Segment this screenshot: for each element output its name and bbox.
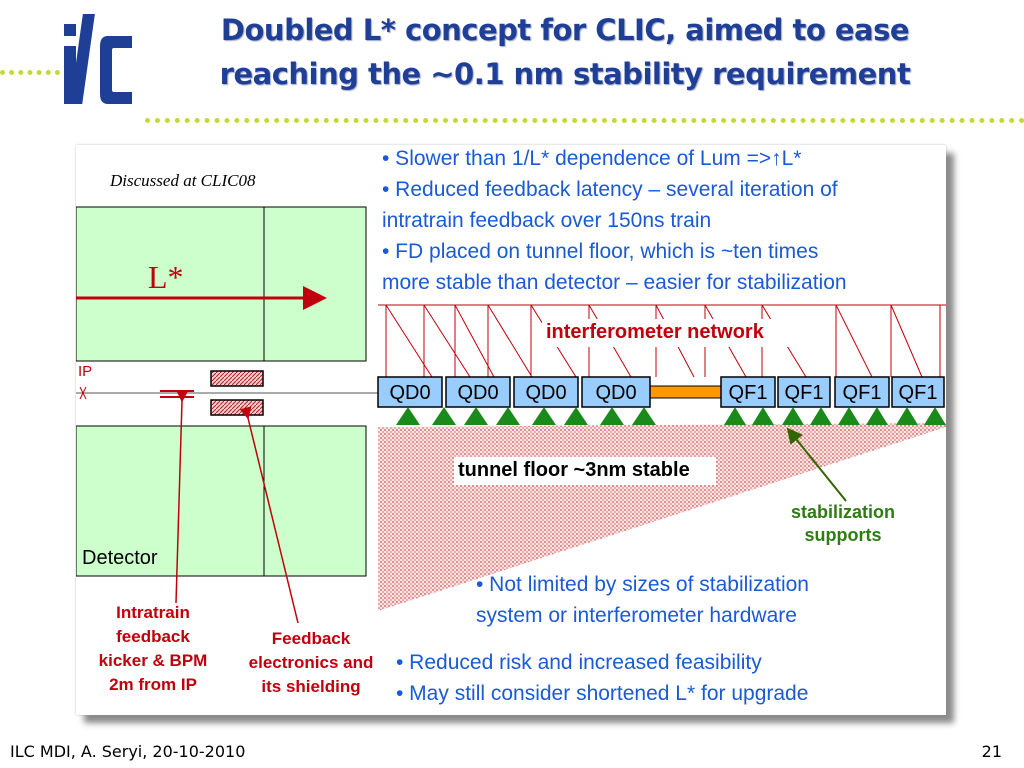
title-line-1: Doubled L* concept for CLIC, aimed to ea… <box>220 13 910 47</box>
magnet-qf1-1 <box>720 376 776 408</box>
magnet-label-6: QF1 <box>785 382 824 404</box>
electronics-box-bottom <box>210 399 264 416</box>
bullets-top: • Slower than 1/L* dependence of Lum =>↑… <box>382 143 942 298</box>
bullet-bottom-2: • May still consider shortened L* for up… <box>396 682 809 705</box>
kicker-line-4: 2m from IP <box>109 675 197 694</box>
bullet-top-4: • FD placed on tunnel floor, which is ~t… <box>382 240 819 263</box>
electronics-box-top <box>210 370 264 387</box>
stabilization-label: stabilization supports <box>768 501 918 547</box>
diagram-panel: QD0 QD0 QD0 QD0 QF1 QF1 QF1 QF1 <box>76 145 946 715</box>
decor-dots-left <box>0 70 60 75</box>
detector-bottom <box>76 425 367 577</box>
ip-label: IP <box>78 363 93 380</box>
magnet-label-5: QF1 <box>729 382 768 404</box>
magnet-label-7: QF1 <box>843 382 882 404</box>
magnet-label-3: QD0 <box>525 382 566 404</box>
footer-left: ILC MDI, A. Seryi, 20-10-2010 <box>10 742 246 761</box>
ilc-logo <box>60 6 140 116</box>
detector-top <box>76 206 367 362</box>
bullet-top-1: • Slower than 1/L* dependence of Lum =>↑… <box>382 147 802 170</box>
electronics-line-2: electronics and <box>248 653 374 672</box>
magnet-label-4: QD0 <box>595 382 636 404</box>
title-line-2: reaching the ~0.1 nm stability requireme… <box>219 57 911 91</box>
magnet-qf1-3 <box>834 376 890 408</box>
bullet-mid-1: • Not limited by sizes of stabilization <box>476 573 809 596</box>
stabilization-supports <box>396 407 946 425</box>
interferometer-network <box>378 304 946 378</box>
electronics-label: Feedback electronics and its shielding <box>236 627 386 699</box>
kicker-label: Intratrain feedback kicker & BPM 2m from… <box>80 601 226 697</box>
diagram-svg: QD0 QD0 QD0 QD0 QF1 QF1 QF1 QF1 <box>76 206 946 624</box>
bullet-bottom-1: • Reduced risk and increased feasibility <box>396 651 762 674</box>
magnet-label-2: QD0 <box>457 382 498 404</box>
lstar-label: L* <box>148 259 184 295</box>
electronics-line-1: Feedback <box>271 629 351 648</box>
bullet-top-5: more stable than detector – easier for s… <box>382 271 847 294</box>
magnet-row <box>377 376 945 408</box>
magnet-qf1-4 <box>891 376 945 408</box>
interferometer-label: interferometer network <box>546 321 764 343</box>
bullet-mid-2: system or interferometer hardware <box>476 604 797 627</box>
discussed-note: Discussed at CLIC08 <box>110 171 256 190</box>
bullets-bottom: • Reduced risk and increased feasibility… <box>396 647 936 709</box>
ip-marker <box>79 386 87 400</box>
magnet-qd0-1 <box>377 376 443 408</box>
tunnel-floor-label: tunnel floor ~3nm stable <box>458 459 690 481</box>
detector-label: Detector <box>82 547 158 569</box>
decor-dots-bottom <box>145 118 1024 123</box>
stabilization-line-1: stabilization <box>790 502 895 522</box>
stabilization-arrow <box>786 427 847 502</box>
magnet-qd0-2 <box>445 376 511 408</box>
magnet-qd0-4 <box>581 376 651 408</box>
slide-title: Doubled L* concept for CLIC, aimed to ea… <box>150 8 980 96</box>
magnet-qf1-2 <box>777 376 831 408</box>
electronics-line-3: its shielding <box>261 677 361 696</box>
bullet-top-3: intratrain feedback over 150ns train <box>382 209 712 232</box>
beam-pipe <box>649 385 723 399</box>
magnet-qd0-3 <box>513 376 579 408</box>
page-number: 21 <box>981 742 1002 761</box>
stabilization-line-2: supports <box>804 525 882 545</box>
kicker-line-1: Intratrain <box>116 603 190 622</box>
kicker-line-2: feedback <box>116 627 190 646</box>
kicker-line-3: kicker & BPM <box>98 651 208 670</box>
magnet-label-1: QD0 <box>389 382 430 404</box>
bullets-mid: • Not limited by sizes of stabilization … <box>476 569 936 631</box>
magnet-label-8: QF1 <box>899 382 938 404</box>
bullet-top-2: • Reduced feedback latency – several ite… <box>382 178 838 201</box>
